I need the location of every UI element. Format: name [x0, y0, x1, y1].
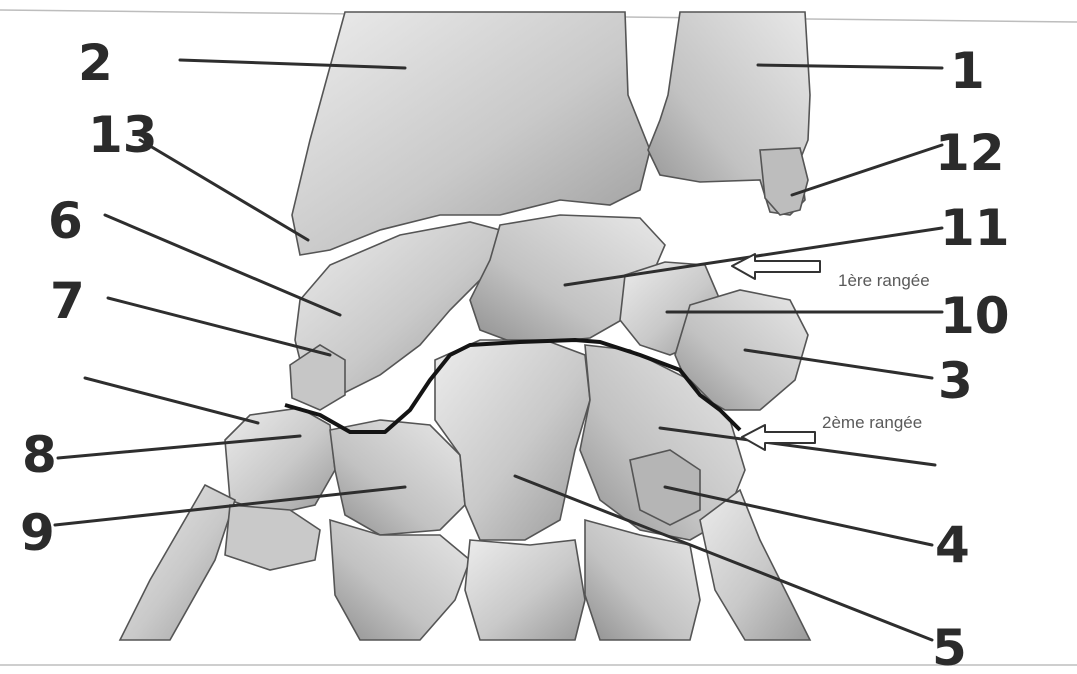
label-13: 13 [88, 106, 158, 164]
label-2: 2 [78, 34, 113, 92]
label-3: 3 [938, 352, 973, 410]
trapezium-bone [225, 408, 335, 515]
label-6: 6 [48, 192, 83, 250]
first-row-label: 1ère rangée [838, 271, 930, 290]
metacarpal-1-base [225, 505, 320, 570]
label-12: 12 [935, 124, 1005, 182]
leader-unlabeled-left [85, 378, 258, 423]
label-9: 9 [20, 504, 55, 562]
trapezoid-bone [330, 420, 465, 535]
label-10: 10 [940, 287, 1010, 345]
bone-illustration [120, 12, 810, 640]
label-1: 1 [950, 42, 985, 100]
metacarpal-3 [465, 540, 585, 640]
leader-13 [140, 140, 308, 240]
leader-12 [792, 145, 942, 195]
second-row-label: 2ème rangée [822, 413, 922, 432]
label-7: 7 [50, 272, 85, 330]
label-5: 5 [932, 619, 967, 674]
label-11: 11 [940, 199, 1010, 257]
metacarpal-5 [700, 490, 810, 640]
label-4: 4 [935, 516, 970, 574]
metacarpal-2 [330, 520, 470, 640]
label-8: 8 [22, 426, 57, 484]
